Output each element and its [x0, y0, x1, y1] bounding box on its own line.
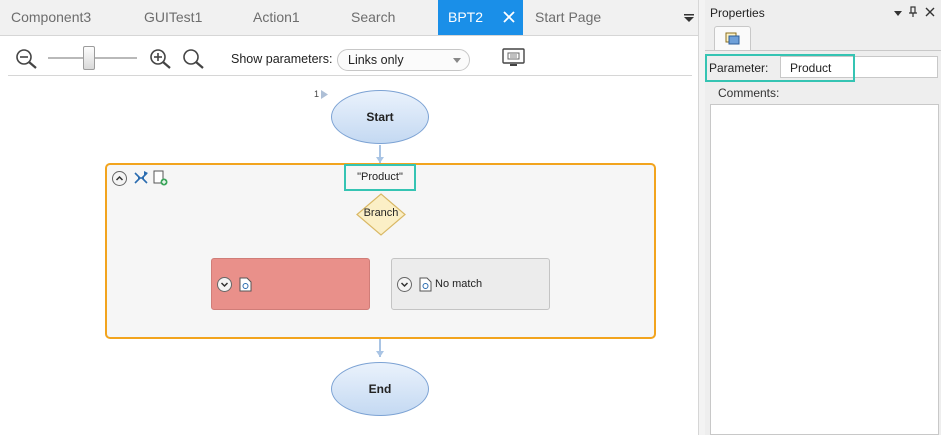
collapse-branch-button[interactable]: [112, 171, 127, 186]
end-node-label: End: [369, 382, 392, 396]
tab-bpt2-label: BPT2: [448, 0, 483, 35]
close-icon[interactable]: [502, 10, 516, 24]
canvas-toolbar: Show parameters: Links only: [0, 36, 698, 76]
case-box-no-match[interactable]: No match: [391, 258, 550, 310]
show-parameters-value: Links only: [348, 53, 404, 67]
tab-bpt2[interactable]: BPT2: [438, 0, 523, 35]
zoom-out-icon[interactable]: [15, 48, 39, 70]
expand-case-button[interactable]: [217, 277, 232, 292]
zoom-slider-thumb[interactable]: [83, 46, 95, 70]
chevron-down-icon: [398, 278, 411, 291]
properties-tab-divider: [705, 50, 941, 51]
chevron-up-icon: [113, 172, 126, 185]
pin-icon[interactable]: [908, 6, 918, 18]
show-parameters-label: Show parameters:: [231, 52, 332, 66]
close-icon[interactable]: [925, 7, 935, 17]
properties-tab-general[interactable]: [714, 26, 751, 51]
case-no-match-label: No match: [435, 278, 482, 290]
branch-label: Branch: [355, 207, 407, 219]
step-number: 1: [314, 89, 319, 99]
tab-start-page[interactable]: Start Page: [535, 0, 601, 35]
chevron-down-icon: [453, 58, 461, 63]
step-arrow-icon: [321, 90, 328, 99]
end-node[interactable]: End: [331, 362, 429, 416]
zoom-in-icon[interactable]: [149, 48, 173, 70]
document-icon: [419, 277, 432, 292]
tab-search[interactable]: Search: [351, 0, 395, 35]
properties-title: Properties: [710, 6, 765, 20]
comments-label: Comments:: [718, 86, 779, 100]
tab-guitest1[interactable]: GUITest1: [144, 0, 202, 35]
chevron-down-icon: [218, 278, 231, 291]
document-tab-bar: Component3 GUITest1 Action1 Search BPT2 …: [0, 0, 698, 36]
branch-cross-icon[interactable]: [133, 170, 149, 186]
tab-component3[interactable]: Component3: [11, 0, 91, 35]
parameter-highlight: [705, 54, 855, 82]
branch-parameter-value: "Product": [357, 171, 403, 183]
document-icon: [239, 277, 252, 292]
add-case-icon[interactable]: [152, 170, 168, 186]
expand-case-button[interactable]: [397, 277, 412, 292]
case-box-matched[interactable]: [211, 258, 370, 310]
tab-action1[interactable]: Action1: [253, 0, 300, 35]
properties-sheet-icon: [724, 31, 740, 46]
flow-canvas[interactable]: 1 Start "Product" Branch: [0, 77, 698, 435]
start-node-label: Start: [366, 110, 393, 124]
zoom-fit-icon[interactable]: [182, 48, 206, 70]
tab-list-dropdown-icon[interactable]: [683, 12, 695, 24]
show-parameters-select[interactable]: Links only: [337, 49, 470, 71]
branch-parameter-highlight[interactable]: "Product": [344, 164, 416, 191]
toolbar-separator: [8, 75, 692, 76]
panel-menu-icon[interactable]: [893, 8, 903, 18]
start-node[interactable]: Start: [331, 90, 429, 144]
monitor-icon[interactable]: [501, 47, 527, 69]
comments-textarea[interactable]: [710, 104, 939, 435]
properties-panel: Properties Parameter: Product Comments:: [705, 0, 941, 435]
